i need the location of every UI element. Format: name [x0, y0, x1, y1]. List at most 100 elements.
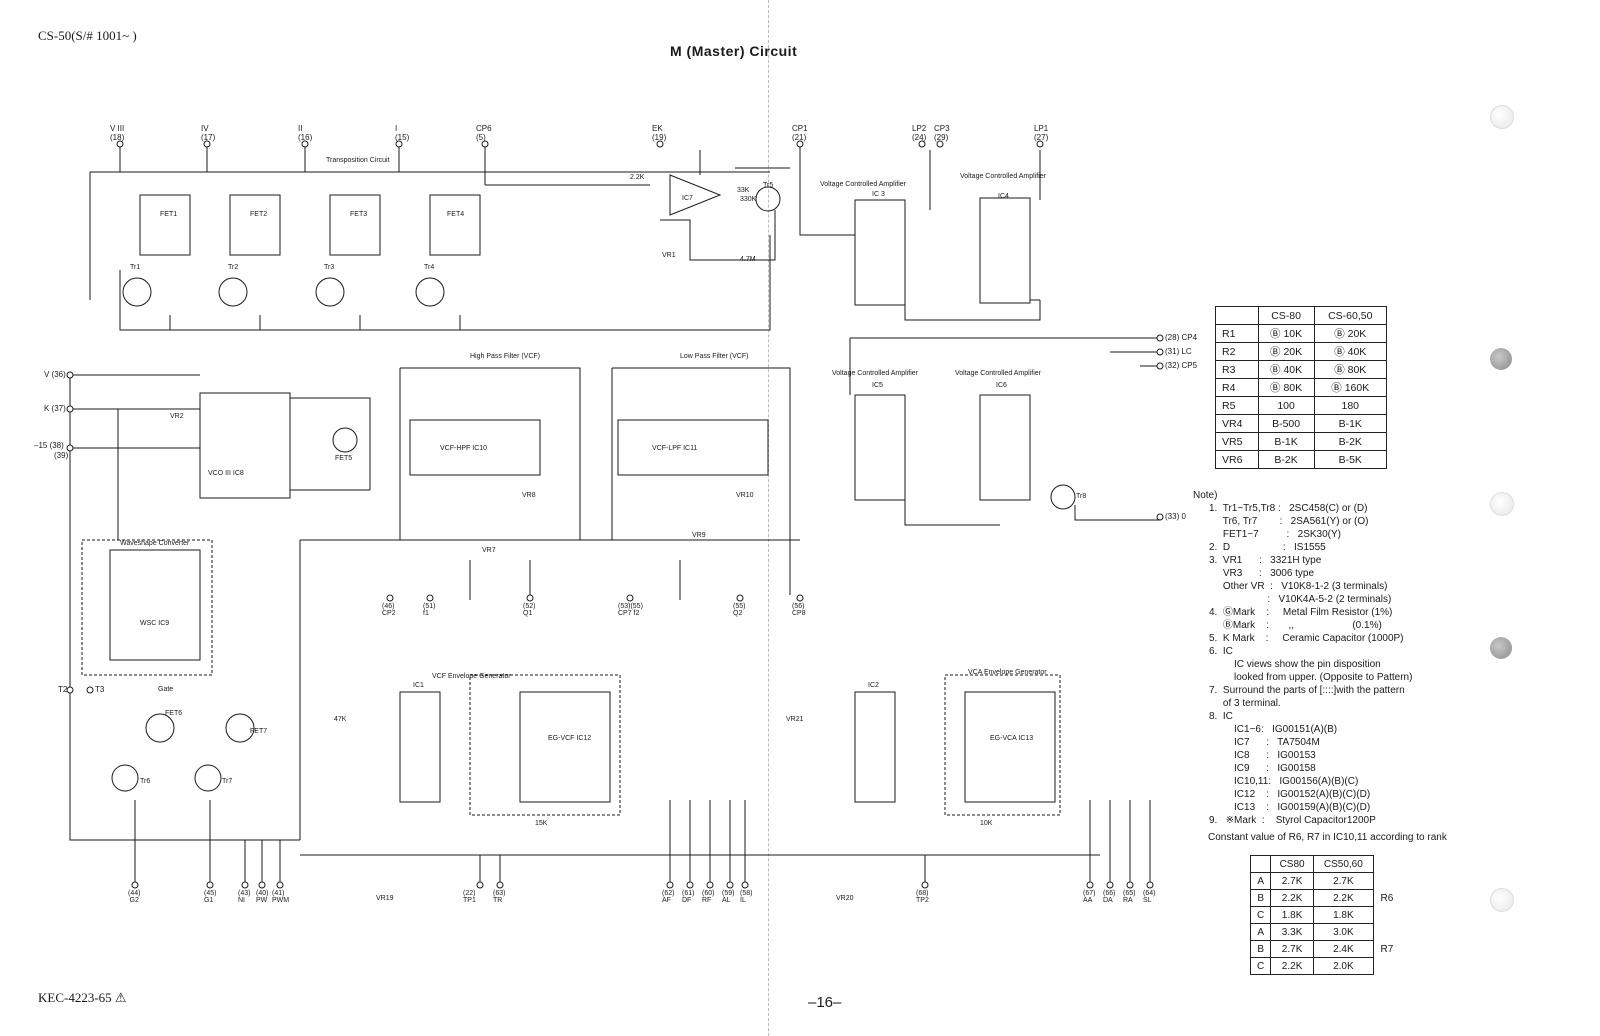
binder-hole	[1490, 105, 1514, 129]
component-label: VR20	[836, 895, 854, 902]
block-label: Voltage Controlled Amplifier	[955, 370, 1041, 377]
ic-label: IC7	[682, 195, 693, 202]
component-label: VR21	[786, 716, 804, 723]
ic-label: VCF-LPF IC11	[652, 445, 698, 452]
component-label: FET3	[350, 211, 368, 218]
component-label: FET7	[250, 728, 268, 735]
component-label: 4.7M	[740, 256, 756, 263]
ic-label: EG-VCA IC13	[990, 735, 1034, 742]
component-label: FET5	[335, 455, 353, 462]
terminal-label: (41)PWM	[272, 890, 290, 904]
block-label: VCF Envelope Generator	[432, 673, 511, 680]
terminal-label: (44)G2	[128, 890, 141, 904]
terminal-label: T3	[95, 685, 105, 694]
component-label: Tr2	[228, 264, 239, 271]
terminal-label: CP6(5)	[476, 124, 492, 142]
terminal-label: II(16)	[298, 124, 313, 142]
block-label: Low Pass Filter (VCF)	[680, 353, 749, 360]
component-label: Tr5	[763, 182, 774, 189]
terminal-label: (31) LC	[1165, 347, 1192, 356]
ic-label: WSC IC9	[140, 620, 170, 627]
terminal-label: (58)IL	[740, 890, 753, 904]
terminal-label: (64)SL	[1143, 890, 1156, 904]
component-label: VR1	[662, 252, 676, 259]
component-label: Tr7	[222, 778, 233, 785]
terminal-label: V III(18)	[110, 124, 125, 142]
terminal-label: (51)f1	[423, 603, 436, 617]
terminal-label: (62)AF	[662, 890, 675, 904]
note-line: IC7 : TA7504M	[1209, 737, 1320, 748]
note-line: IC8 : IG00153	[1209, 750, 1316, 761]
note-line: FET1~7 : 2SK30(Y)	[1209, 529, 1341, 540]
note-line: 6. IC	[1209, 646, 1233, 657]
terminal-label: (43)NI	[238, 890, 251, 904]
ic-label: IC6	[996, 382, 1007, 389]
component-label: 330K	[740, 196, 757, 203]
note-line: Other VR : V10K8-1-2 (3 terminals)	[1209, 581, 1388, 592]
terminal-label: (45)G1	[204, 890, 217, 904]
component-label: VR19	[376, 895, 394, 902]
binder-hole	[1490, 492, 1514, 516]
terminal-label: T2	[58, 685, 68, 694]
note-line: IC1~6: IG00151(A)(B)	[1209, 724, 1338, 735]
terminal-label: –15 (38)	[34, 441, 64, 450]
component-label: FET1	[160, 211, 178, 218]
block-label: High Pass Filter (VCF)	[470, 353, 541, 360]
terminal-label: (56)CP8	[792, 603, 806, 617]
component-label: 15K	[535, 820, 548, 827]
terminal-label: (46)CP2	[382, 603, 396, 617]
ic-label: IC1	[413, 682, 424, 689]
terminal-label: (33) 0	[1165, 512, 1186, 521]
terminal-label: IV(17)	[201, 124, 216, 142]
note-line: 4. ⒼMark : Metal Film Resistor (1%)	[1209, 607, 1393, 618]
note-line: 3. VR1 : 3321H type	[1209, 555, 1322, 566]
terminal-label: (59)AL	[722, 890, 735, 904]
terminal-label: (55)Q2	[733, 603, 746, 617]
terminal-label: I(15)	[395, 124, 410, 142]
component-label: Tr3	[324, 264, 335, 271]
block-label: Voltage Controlled Amplifier	[832, 370, 918, 377]
binder-hole	[1490, 348, 1512, 370]
component-label: Tr1	[130, 264, 141, 271]
component-label: VR9	[692, 532, 706, 539]
component-label: 47K	[334, 716, 347, 723]
terminal-label: (60)RF	[702, 890, 715, 904]
terminal-label: (52)Q1	[523, 603, 536, 617]
block-label: Gate	[158, 686, 174, 693]
note-line: IC12 : IG00152(A)(B)(C)(D)	[1209, 789, 1371, 800]
binder-hole	[1490, 637, 1512, 659]
notes-heading: Note)	[1193, 490, 1218, 501]
page-fold-line	[768, 0, 770, 1036]
terminal-label: (66)DA	[1103, 890, 1116, 904]
ic-label: VCO III IC8	[208, 470, 244, 477]
block-label: Voltage Controlled Amplifier	[820, 181, 906, 188]
note-line: looked from upper. (Opposite to Pattern)	[1209, 672, 1413, 683]
note-line: ⒷMark : ,, (0.1%)	[1209, 620, 1382, 631]
terminal-label: (61)DF	[682, 890, 695, 904]
terminal-label: (22)TP1	[463, 890, 476, 904]
terminal-label: (63)TR	[493, 890, 506, 904]
component-label: 2.2K	[630, 174, 645, 181]
document-code: KEC-4223-65 ⚠	[38, 990, 127, 1005]
notes-block: Note) 1. Tr1~Tr5,Tr8 : 2SC458(C) or (D) …	[1193, 490, 1493, 830]
terminal-label: (67)AA	[1083, 890, 1096, 904]
terminal-label: (65)RA	[1123, 890, 1136, 904]
component-label: VR7	[482, 547, 496, 554]
component-label: Tr6	[140, 778, 151, 785]
block-label: Waveshape Converter	[120, 540, 190, 547]
component-label: VR10	[736, 492, 754, 499]
component-label: Tr8	[1076, 493, 1087, 500]
note-line: 1. Tr1~Tr5,Tr8 : 2SC458(C) or (D)	[1209, 503, 1368, 514]
note-line: 5. K Mark : Ceramic Capacitor (1000P)	[1209, 633, 1404, 644]
component-label: VR2	[170, 413, 184, 420]
terminal-label: (28) CP4	[1165, 333, 1198, 342]
component-label: FET6	[165, 710, 183, 717]
ic-label: VCF-HPF IC10	[440, 445, 488, 452]
terminal-label: (53)(55)CP7 f2	[618, 603, 643, 617]
block-label: Voltage Controlled Amplifier	[960, 173, 1046, 180]
model-label: CS-50(S/# 1001~ )	[38, 28, 137, 43]
terminal-label: (68)TP2	[916, 890, 929, 904]
terminal-label: (40)PW	[256, 890, 269, 904]
note-line: IC views show the pin disposition	[1209, 659, 1381, 670]
